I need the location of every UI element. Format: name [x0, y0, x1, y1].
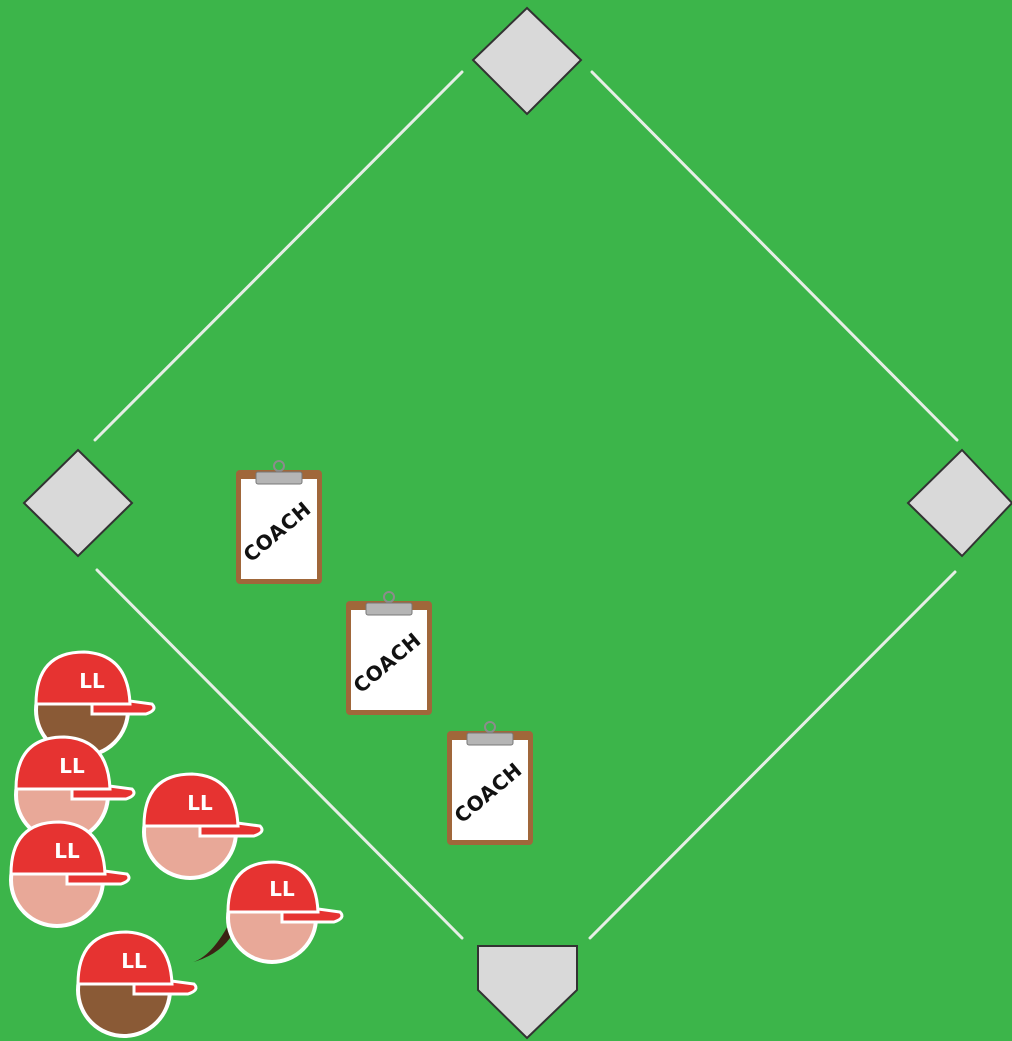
- cap-logo: LL: [121, 949, 147, 973]
- clipboard: COACH: [346, 592, 432, 715]
- cap-logo: LL: [269, 877, 295, 901]
- clipboard: COACH: [236, 461, 322, 584]
- cap-logo: LL: [79, 669, 105, 693]
- clipboard: COACH: [447, 722, 533, 845]
- cap-logo: LL: [59, 754, 85, 778]
- cap-logo: LL: [187, 791, 213, 815]
- cap-logo: LL: [54, 839, 80, 863]
